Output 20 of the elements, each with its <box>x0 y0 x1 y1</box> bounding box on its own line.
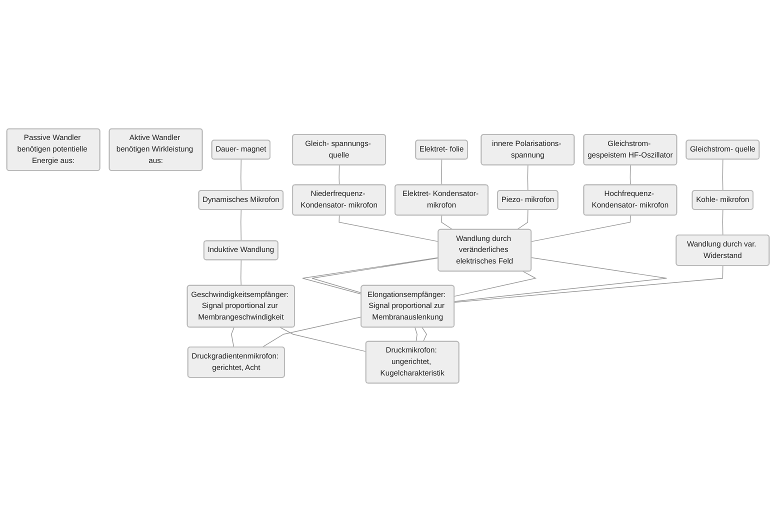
connector <box>722 159 724 192</box>
connector <box>516 209 528 230</box>
connector <box>454 271 537 297</box>
connector <box>240 159 242 192</box>
connector <box>240 209 242 242</box>
connector <box>527 164 528 192</box>
connector <box>240 260 242 286</box>
connector <box>722 209 724 236</box>
connector <box>441 215 454 230</box>
connector <box>338 164 340 186</box>
connector <box>531 215 631 242</box>
connector <box>441 159 442 186</box>
connector <box>262 316 362 348</box>
connector <box>630 164 631 186</box>
connector <box>231 327 234 348</box>
connector <box>454 257 668 302</box>
connector <box>280 327 366 352</box>
connector <box>338 215 439 242</box>
connector <box>414 327 418 342</box>
connector <box>454 265 724 303</box>
